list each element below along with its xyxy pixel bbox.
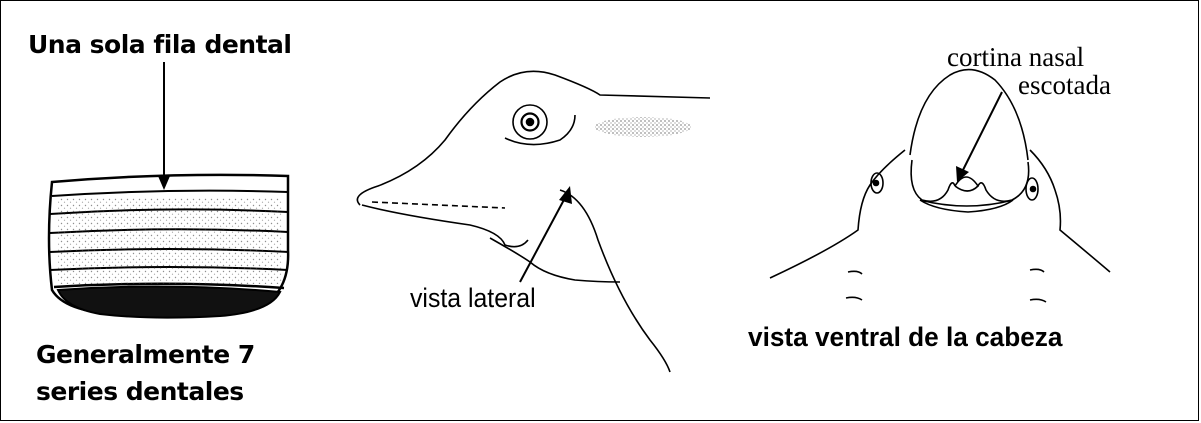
ventral-view-label: vista ventral de la cabeza: [748, 322, 1062, 353]
single-row-label: Una sola fila dental: [28, 30, 292, 59]
ventral-gill-mark: [848, 271, 862, 274]
lateral-spiracle: [595, 117, 691, 137]
ventral-nasal-flap-left: [911, 160, 955, 201]
tooth-band-texture: [58, 198, 282, 284]
tooth-band-drawing: [49, 175, 289, 318]
lateral-eye-pupil: [527, 119, 534, 126]
series-label-line1: Generalmente 7: [36, 340, 255, 369]
lateral-dashed-mouth: [372, 202, 505, 208]
row-arrow: [158, 62, 170, 190]
series-label-line2: series dentales: [36, 377, 244, 406]
ventral-mouth: [920, 200, 1013, 212]
ventral-eye-left-pupil: [874, 181, 879, 186]
lateral-view-label: vista lateral: [410, 283, 536, 314]
lateral-gill-line: [560, 190, 670, 372]
nasal-arrow: [956, 92, 1002, 182]
lateral-arrow: [520, 186, 572, 282]
nasal-curtain-label-line1: cortina nasal: [947, 42, 1084, 73]
ventral-snout-outline: [910, 70, 1028, 160]
ventral-head-right: [1030, 150, 1110, 272]
lateral-head-drawing: [357, 71, 710, 372]
ventral-gill-mark: [846, 297, 862, 300]
ventral-eye-right-pupil: [1031, 187, 1036, 192]
lateral-snout-lower: [362, 205, 528, 247]
ventral-gill-mark: [1030, 299, 1046, 302]
ventral-head-drawing: [770, 70, 1110, 302]
ventral-head-left: [770, 150, 905, 278]
ventral-nasal-flap-right: [978, 162, 1029, 201]
tooth-band-base: [58, 286, 280, 317]
ventral-gill-mark: [1030, 269, 1044, 272]
nasal-curtain-label-line2: escotada: [1018, 70, 1111, 101]
